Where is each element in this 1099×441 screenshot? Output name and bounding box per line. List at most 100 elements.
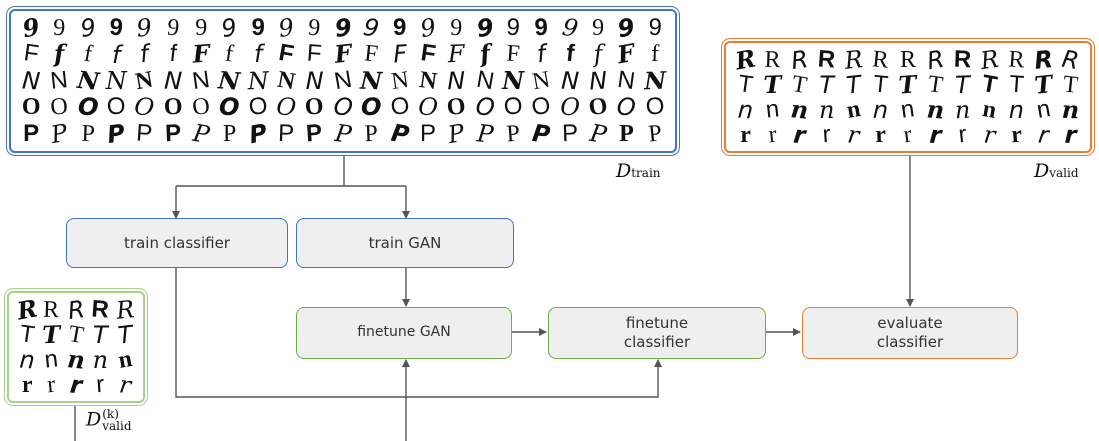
handwritten-sample: P [388,118,411,150]
handwritten-sample: r [956,120,968,148]
handwritten-sample: f [253,40,263,69]
train-label-main: D [616,160,632,182]
handwritten-sample: N [560,67,580,95]
finetune-classifier-label-line2: classifier [623,333,691,351]
train-classifier-label: train classifier [124,233,230,252]
handwritten-sample: n [18,346,36,373]
handwritten-sample: r [821,121,832,148]
handwritten-sample: N [305,67,324,95]
handwritten-sample: F [363,40,380,69]
handwritten-sample: 9 [592,15,605,42]
handwritten-sample: P [475,119,495,149]
valid-label-sub: valid [1049,166,1079,180]
handwritten-sample: O [275,92,298,123]
valid-k-label-sub: valid [102,419,132,433]
handwritten-sample: R [1032,45,1055,74]
handwritten-sample: P [277,120,295,148]
handwritten-sample: r [1036,120,1051,149]
handwritten-sample: f [564,40,576,68]
handwritten-sample: O [616,93,637,122]
handwritten-sample: T [18,320,37,349]
handwritten-sample: N [643,67,667,95]
handwritten-sample: r [21,372,33,397]
handwritten-sample: r [740,122,751,147]
handwritten-sample: F [447,40,466,69]
handwritten-sample: R [1059,44,1082,75]
handwritten-sample: n [872,96,889,123]
handwritten-sample: N [49,66,70,95]
handwritten-sample: P [49,118,70,149]
handwritten-sample: P [190,118,212,149]
handwritten-sample: n [92,347,109,372]
handwritten-sample: n [925,96,945,123]
handwritten-sample: N [588,66,609,96]
handwritten-sample: O [21,94,41,121]
handwritten-sample: O [132,92,157,123]
handwritten-sample: O [163,94,183,121]
handwritten-sample: f [81,41,95,69]
handwritten-sample: T [736,70,755,99]
handwritten-sample: O [559,93,581,122]
handwritten-sample: f [650,41,660,68]
handwritten-sample: 9 [505,14,521,42]
evaluate-classifier-node: evaluate classifier [802,307,1018,359]
handwritten-sample: N [359,67,383,95]
valid-k-label-sup: (k) [102,407,119,421]
handwritten-sample: n [43,345,60,374]
handwritten-sample: T [42,321,61,348]
handwritten-sample: T [898,71,918,98]
handwritten-sample: P [587,118,609,149]
handwritten-sample: T [1061,70,1080,99]
valid-dataset-label: Dvalid [1034,160,1079,182]
handwritten-sample: r [846,120,862,149]
handwritten-sample: P [80,120,95,148]
train-gan-node: train GAN [296,218,514,268]
train-classifier-node: train classifier [66,218,288,268]
handwritten-sample: r [117,370,133,399]
handwritten-sample: r [875,121,887,148]
evaluate-classifier-label-line1: evaluate [877,314,943,333]
handwritten-sample: r [68,370,84,399]
train-gan-label: train GAN [368,233,442,252]
handwritten-sample: N [417,66,439,96]
handwritten-sample: P [646,120,663,148]
handwritten-sample: R [843,45,865,74]
train-dataset-label: Dtrain [616,160,661,182]
handwritten-sample: r [1064,121,1077,148]
handwritten-sample: 9 [647,14,662,42]
handwritten-sample: T [763,71,783,98]
handwritten-sample: N [75,66,101,96]
handwritten-sample: 9 [534,14,549,42]
handwritten-sample: r [928,121,942,148]
handwritten-sample: F [418,39,438,69]
handwritten-sample: r [46,371,57,398]
handwritten-sample: P [364,120,379,148]
handwritten-sample: 9 [108,14,124,42]
handwritten-sample: F [191,40,211,69]
handwritten-sample: P [246,118,270,150]
handwritten-sample: 9 [135,13,154,43]
handwritten-sample: O [76,92,100,123]
handwritten-sample: 9 [250,14,266,42]
handwritten-sample: F [306,40,323,69]
handwritten-sample: R [764,46,782,73]
handwritten-sample: R [1007,46,1026,73]
handwritten-sample: O [304,93,325,122]
handwritten-sample: P [619,120,634,147]
handwritten-sample: T [93,322,108,347]
handwritten-sample: O [445,93,468,122]
handwritten-sample: O [360,93,383,122]
handwritten-sample: r [767,121,778,148]
handwritten-sample: N [246,67,269,95]
handwritten-sample: F [22,39,41,69]
handwritten-sample: r [95,371,106,398]
handwritten-sample: N [616,65,638,96]
handwritten-sample: T [819,72,835,97]
handwritten-sample: n [764,95,781,124]
handwritten-sample: 9 [165,14,181,42]
evaluate-classifier-label-line2: classifier [876,333,944,351]
